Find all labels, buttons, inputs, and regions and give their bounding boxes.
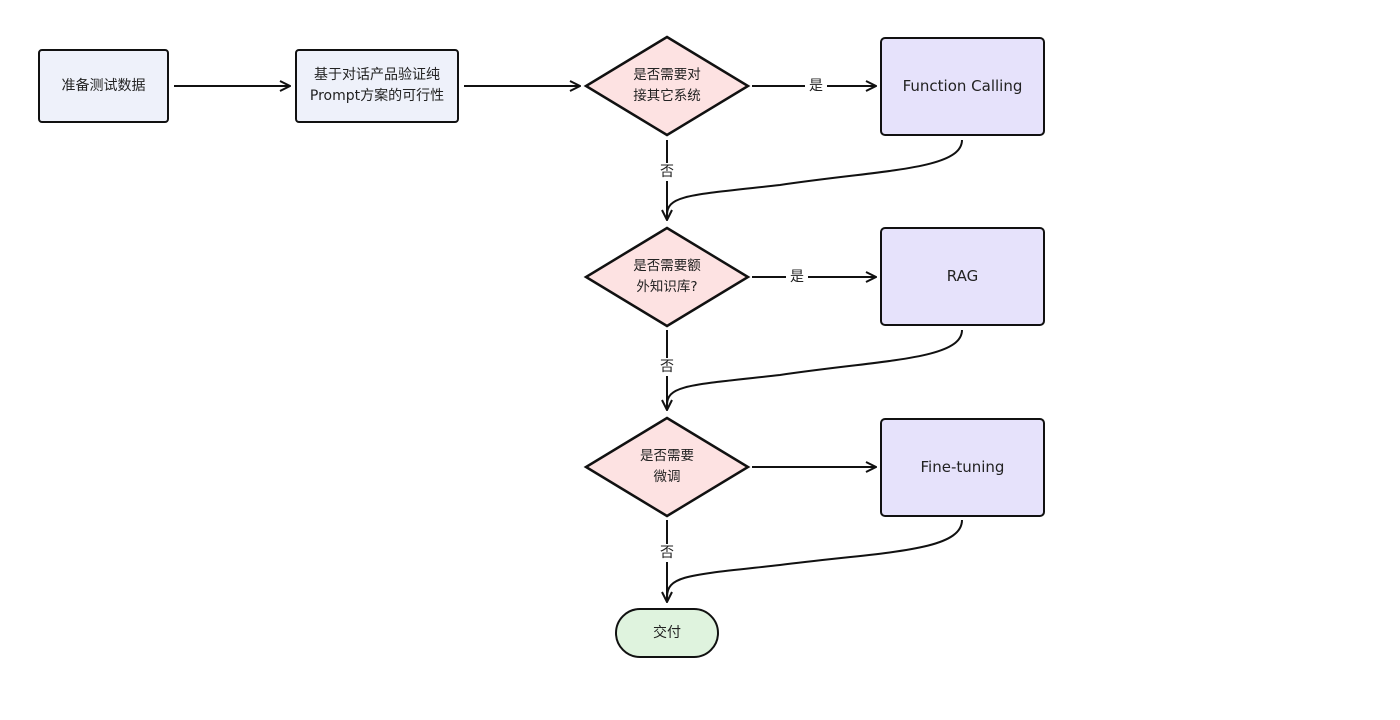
decision-diamond-knowledge xyxy=(583,226,751,328)
fine-tuning-box: Fine-tuning xyxy=(880,418,1045,517)
prepare-data-label: 准备测试数据 xyxy=(61,77,146,94)
deliver-label: 交付 xyxy=(653,624,681,641)
decision-diamond-systems xyxy=(583,35,751,137)
verify-prompt-label-line2: Prompt方案的可行性 xyxy=(309,88,445,104)
edge-function-calling-merge xyxy=(666,139,963,216)
deliver-terminal: 交付 xyxy=(615,608,719,658)
edge-label-yes-systems: 是 xyxy=(805,77,827,95)
edge-fine-tuning-merge xyxy=(666,519,963,598)
rag-box: RAG xyxy=(880,227,1045,326)
edge-label-yes-knowledge: 是 xyxy=(786,268,808,286)
verify-prompt-label-line1: 基于对话产品验证纯 xyxy=(314,67,440,83)
decision-diamond-finetune xyxy=(583,416,751,518)
function-calling-label: Function Calling xyxy=(902,77,1023,95)
edge-label-no-systems: 否 xyxy=(656,163,678,181)
edge-label-no-finetune: 否 xyxy=(656,544,678,562)
edge-label-no-knowledge: 否 xyxy=(656,358,678,376)
rag-label: RAG xyxy=(946,267,979,285)
function-calling-box: Function Calling xyxy=(880,37,1045,136)
fine-tuning-label: Fine-tuning xyxy=(920,458,1005,476)
prepare-data-box: 准备测试数据 xyxy=(38,49,169,123)
verify-prompt-box: 基于对话产品验证纯 Prompt方案的可行性 xyxy=(295,49,459,123)
edge-rag-merge xyxy=(666,329,963,406)
